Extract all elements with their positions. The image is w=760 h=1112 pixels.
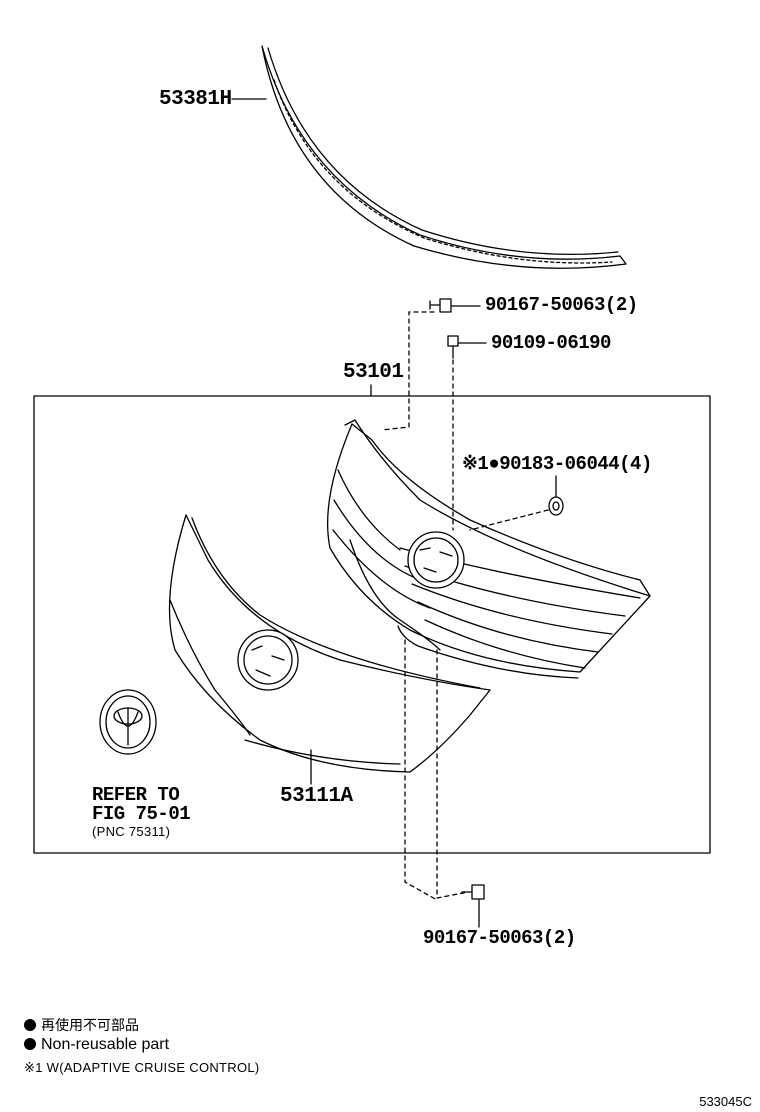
label-grille-assy: 53101 <box>343 361 404 384</box>
bolt-bottom-part <box>461 884 485 900</box>
upper-molding-part <box>261 45 627 269</box>
filled-dot-icon <box>24 1038 36 1050</box>
dash-bolt-bottom-left <box>404 639 438 901</box>
label-grille-frame: 53111A <box>280 785 353 808</box>
legend-jp: 再使用不可部品 <box>24 1018 139 1032</box>
dash-clip <box>469 509 549 531</box>
label-bolt-top: 90167-50063(2) <box>485 294 638 316</box>
label-upper-molding: 53381H <box>159 88 232 111</box>
label-clip: ※1●90183-06044(4) <box>462 453 652 475</box>
dash-bolt-bottom-right <box>436 649 469 899</box>
label-screw: 90109-06190 <box>491 332 611 354</box>
legend-en: Non-reusable part <box>24 1037 169 1053</box>
legend-jp-text: 再使用不可部品 <box>41 1017 139 1033</box>
reference-line-1: REFER TO <box>92 784 180 806</box>
assembly-box-53101 <box>33 395 711 854</box>
label-bolt-bottom: 90167-50063(2) <box>423 927 576 949</box>
filled-dot-icon <box>24 1019 36 1031</box>
legend-note: ※1 W(ADAPTIVE CRUISE CONTROL) <box>24 1060 260 1075</box>
diagram-code: 533045C <box>699 1094 752 1109</box>
reference-line-3: (PNC 75311) <box>92 824 171 839</box>
reference-line-2: FIG 75-01 <box>92 803 191 825</box>
bolt-top-part <box>429 298 452 313</box>
clip-part <box>548 496 564 516</box>
dash-bolt-top <box>381 311 435 431</box>
screw-part <box>447 335 459 359</box>
legend-en-text: Non-reusable part <box>41 1036 170 1053</box>
grille-body-part <box>326 419 651 679</box>
emblem-part <box>99 689 157 755</box>
